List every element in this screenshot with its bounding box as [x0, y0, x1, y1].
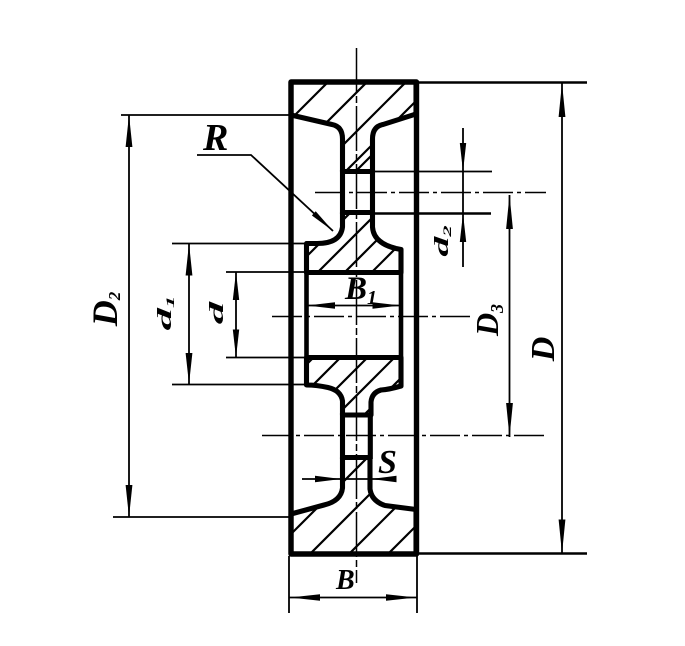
svg-text:R: R — [202, 117, 228, 159]
svg-text:D: D — [525, 337, 562, 363]
svg-text:B: B — [335, 565, 355, 596]
svg-text:d: d — [206, 301, 228, 324]
svg-text:S: S — [378, 444, 397, 481]
